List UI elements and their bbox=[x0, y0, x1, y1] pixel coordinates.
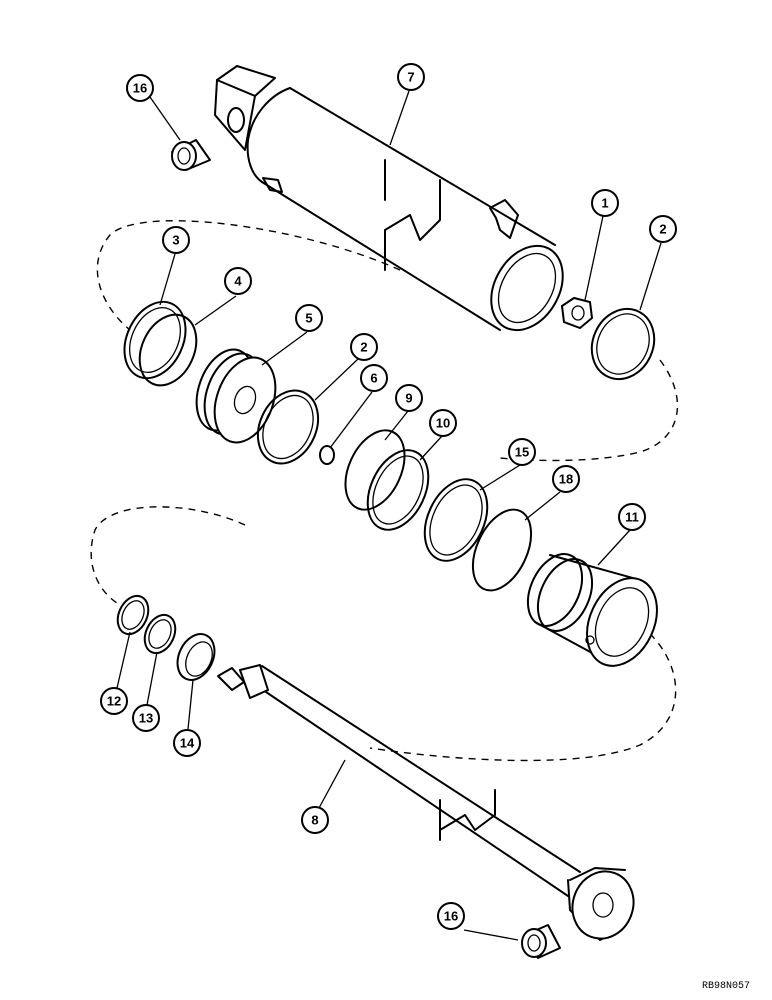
callout-14: 14 bbox=[173, 729, 201, 757]
svg-text:2: 2 bbox=[659, 222, 666, 237]
part-3-ring bbox=[123, 300, 187, 380]
part-16-bushing-top bbox=[171, 139, 211, 171]
callout-18: 18 bbox=[552, 465, 580, 493]
svg-text:15: 15 bbox=[515, 445, 529, 460]
callout-15: 15 bbox=[508, 438, 536, 466]
part-14-seal bbox=[176, 633, 216, 681]
callout-16-bottom: 16 bbox=[437, 902, 465, 930]
callout-13: 13 bbox=[132, 704, 160, 732]
part-14-seal-inner bbox=[185, 641, 213, 677]
svg-text:4: 4 bbox=[234, 274, 242, 289]
callout-9: 9 bbox=[395, 384, 423, 412]
callout-1: 1 bbox=[591, 189, 619, 217]
callout-12: 12 bbox=[100, 687, 128, 715]
svg-text:16: 16 bbox=[444, 909, 458, 924]
callout-2-middle: 2 bbox=[350, 333, 378, 361]
leader-lines bbox=[116, 90, 662, 941]
callout-16-top: 16 bbox=[126, 74, 154, 102]
part-4-o-ring bbox=[138, 313, 198, 387]
part-2-ring-right bbox=[590, 307, 656, 381]
part-12-wiper-inner bbox=[121, 600, 145, 630]
reference-code: RB98N057 bbox=[702, 981, 750, 992]
part-7-cylinder-barrel bbox=[214, 65, 564, 332]
part-16-bushing-bottom bbox=[521, 924, 561, 959]
part-3-ring-inner bbox=[129, 307, 181, 373]
svg-text:10: 10 bbox=[436, 416, 450, 431]
svg-text:9: 9 bbox=[405, 391, 412, 406]
part-10-ring-inner bbox=[372, 455, 424, 525]
svg-text:12: 12 bbox=[107, 694, 121, 709]
callout-4: 4 bbox=[224, 267, 252, 295]
part-15-ring bbox=[423, 478, 489, 562]
part-13-ring bbox=[143, 613, 177, 655]
part-15-ring-inner bbox=[429, 484, 483, 556]
callout-10: 10 bbox=[429, 409, 457, 437]
svg-text:2: 2 bbox=[360, 340, 367, 355]
dashed-grouping-loop-lower bbox=[90, 506, 677, 762]
svg-text:6: 6 bbox=[370, 371, 377, 386]
callout-8: 8 bbox=[301, 806, 329, 834]
part-1-nut bbox=[560, 296, 594, 330]
callout-5: 5 bbox=[295, 304, 323, 332]
part-8-piston-rod bbox=[217, 664, 635, 941]
svg-text:3: 3 bbox=[172, 233, 179, 248]
svg-text:8: 8 bbox=[311, 813, 318, 828]
part-2-ring-middle-inner bbox=[262, 394, 314, 460]
svg-text:14: 14 bbox=[180, 736, 195, 751]
svg-text:13: 13 bbox=[139, 711, 153, 726]
part-13-ring-inner bbox=[148, 619, 172, 649]
part-6-o-ring bbox=[319, 445, 335, 465]
part-10-ring bbox=[366, 449, 430, 531]
callout-11: 11 bbox=[618, 503, 646, 531]
callout-6: 6 bbox=[360, 364, 388, 392]
callout-2-right: 2 bbox=[649, 215, 677, 243]
callout-3: 3 bbox=[162, 226, 190, 254]
part-11-gland bbox=[526, 553, 658, 667]
svg-text:1: 1 bbox=[601, 196, 608, 211]
part-2-ring-right-inner bbox=[596, 313, 650, 375]
svg-text:5: 5 bbox=[305, 311, 312, 326]
part-9-o-ring bbox=[344, 429, 406, 511]
svg-text:18: 18 bbox=[559, 472, 573, 487]
svg-text:7: 7 bbox=[407, 70, 414, 85]
part-12-wiper bbox=[116, 594, 150, 636]
svg-text:16: 16 bbox=[133, 81, 147, 96]
dashed-grouping-loop-upper bbox=[96, 220, 679, 462]
part-2-ring-middle bbox=[256, 389, 320, 465]
callout-7: 7 bbox=[397, 63, 425, 91]
part-18-o-ring bbox=[471, 508, 533, 592]
svg-text:11: 11 bbox=[625, 510, 639, 525]
